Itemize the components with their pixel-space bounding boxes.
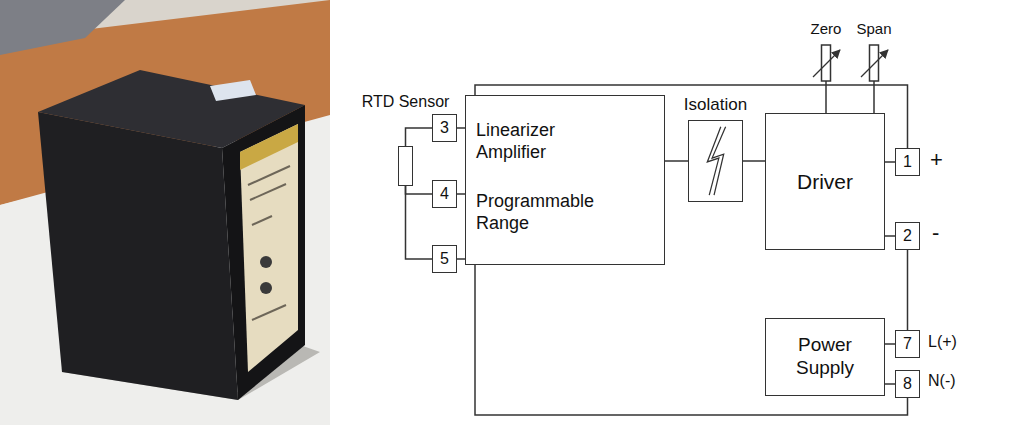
node-text: 4 <box>440 184 449 203</box>
wire-connector <box>743 160 765 162</box>
text-group: 1 <box>903 152 912 171</box>
terminal: 1 <box>895 148 920 176</box>
wire-connector <box>406 186 433 194</box>
housing-side <box>38 112 238 400</box>
adjust-arrow <box>861 50 888 77</box>
photo-ground <box>0 0 330 425</box>
potentiometer-symbol <box>822 45 831 81</box>
adjust-label: Span <box>856 20 891 38</box>
wire-connector <box>885 235 895 237</box>
terminal: 2 <box>895 222 920 250</box>
terminal: 4 <box>432 180 457 208</box>
wire-connector <box>665 160 688 162</box>
sticker <box>210 80 256 101</box>
terminal: 8 <box>895 370 920 398</box>
node-text: RTD Sensor <box>362 92 450 111</box>
wire-connector <box>907 250 909 330</box>
node-text: Programmable Range <box>476 191 594 234</box>
isolation-bolt <box>707 127 720 195</box>
text-group: Linearizer AmplifierProgrammable Range <box>476 120 594 234</box>
text-group: 7 <box>903 334 912 353</box>
node-text: 1 <box>903 152 912 171</box>
trimmer-knob <box>260 282 272 294</box>
device-photo <box>0 0 330 425</box>
node-text: Driver <box>797 169 853 194</box>
wire-connector <box>885 161 895 163</box>
text-group: Driver <box>797 169 853 194</box>
node-text: Linearizer Amplifier <box>476 120 555 163</box>
node-text: 2 <box>903 226 912 245</box>
terminal: 7 <box>895 330 920 358</box>
power-supply-block: Power Supply <box>765 318 885 396</box>
isolation-bolt <box>712 127 725 195</box>
node-text: 7 <box>903 334 912 353</box>
wire-connector <box>885 383 895 385</box>
node-text: Power Supply <box>796 334 854 380</box>
terminal: 5 <box>432 245 457 273</box>
label-print <box>248 166 290 320</box>
terminal-sign: + <box>930 147 943 173</box>
heading-holder: RTD Sensor <box>362 92 450 111</box>
text-group: 3 <box>440 118 449 137</box>
wire-connector <box>406 128 433 146</box>
linearizer-block: Linearizer AmplifierProgrammable Range <box>465 95 665 265</box>
terminal-sign: L(+) <box>928 332 957 351</box>
heading-holder: Isolation <box>684 95 747 115</box>
wire-connector <box>885 343 895 345</box>
housing-front <box>222 105 305 400</box>
wire-connector <box>475 265 908 415</box>
span-potentiometer <box>861 45 888 113</box>
isolation-block: Isolation <box>688 120 743 202</box>
front-label <box>240 124 298 372</box>
text-group: 8 <box>903 374 912 393</box>
wire-connector <box>406 186 433 259</box>
node-text: 5 <box>440 249 449 268</box>
wire <box>873 81 875 113</box>
driver-block: Driver <box>765 113 885 250</box>
zero-potentiometer <box>813 45 840 113</box>
terminal: 3 <box>432 114 457 142</box>
text-group: Power Supply <box>796 334 854 380</box>
node-text: Isolation <box>684 95 747 115</box>
adjust-arrow <box>813 50 840 77</box>
rtd-sensor: RTD Sensor <box>398 146 413 186</box>
wire <box>825 81 827 113</box>
adjust-label: Zero <box>811 20 842 38</box>
node-text: 8 <box>903 374 912 393</box>
trimmer-knob <box>260 256 272 268</box>
text-group: 5 <box>440 249 449 268</box>
terminal-sign: - <box>932 220 939 246</box>
label-band <box>240 124 298 170</box>
wire-connector <box>457 127 465 129</box>
wire-connector <box>457 193 465 195</box>
terminal-sign: N(-) <box>928 371 956 390</box>
wire-connector <box>457 258 465 260</box>
isolation-symbol <box>689 121 742 201</box>
text-group: 2 <box>903 226 912 245</box>
node-text: 3 <box>440 118 449 137</box>
potentiometer-symbol <box>870 45 879 81</box>
text-group: 4 <box>440 184 449 203</box>
background-object <box>0 0 125 55</box>
